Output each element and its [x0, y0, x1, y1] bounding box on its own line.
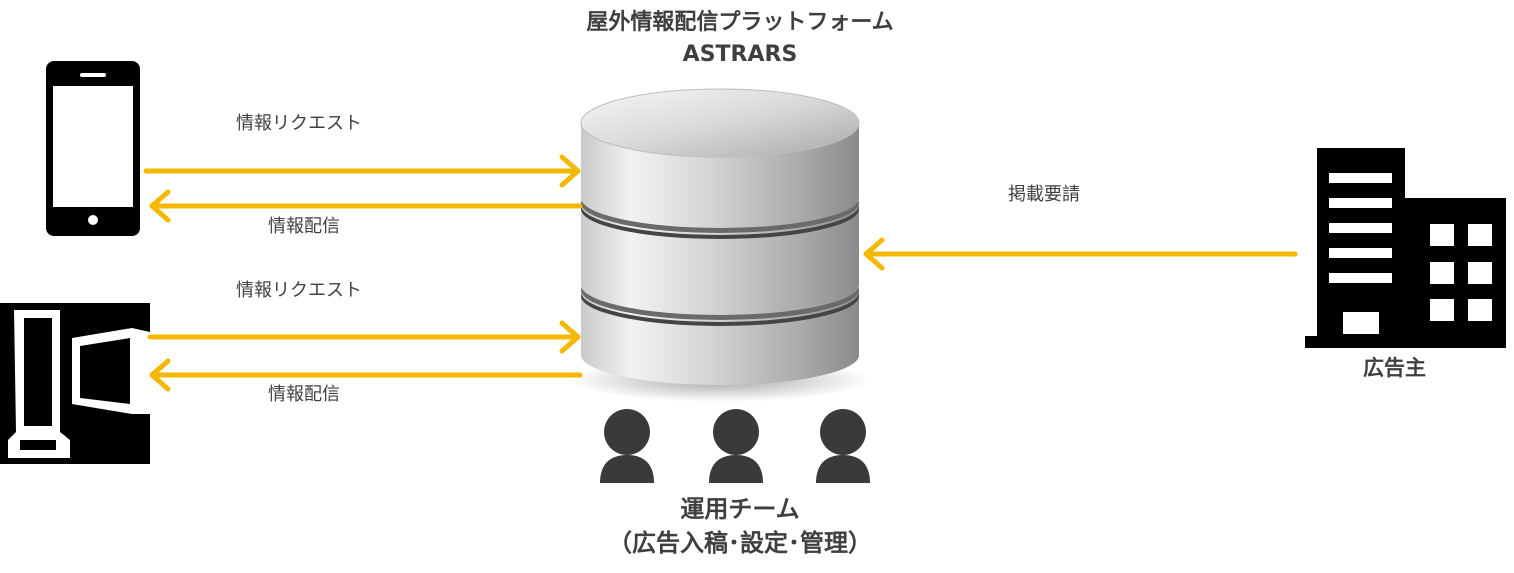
digital-signage-icon [0, 303, 150, 464]
signage-request-label: 情報リクエスト [236, 280, 362, 301]
advertiser-request-label: 掲載要請 [1008, 184, 1080, 205]
advertiser-request-arrow [863, 237, 1298, 271]
smartphone-request-label: 情報リクエスト [236, 113, 362, 134]
signage-delivery-arrow [149, 358, 583, 392]
team-label: 運用チーム [680, 495, 800, 523]
advertiser-label: 広告主 [1363, 356, 1426, 380]
signage-delivery-label: 情報配信 [268, 384, 340, 405]
platform-name: ASTRARS [682, 42, 798, 67]
team-role-label: （広告入稿･設定･管理） [608, 529, 872, 557]
signage-request-arrow [147, 320, 581, 354]
smartphone-icon [46, 61, 140, 236]
smartphone-delivery-arrow [149, 189, 583, 223]
platform-title: 屋外情報配信プラットフォーム [586, 10, 894, 35]
team-member-icon [816, 409, 870, 483]
building-icon [1305, 148, 1506, 348]
team-member-icon [600, 409, 654, 483]
smartphone-request-arrow [143, 154, 581, 188]
team-member-icon [709, 409, 763, 483]
database-icon [570, 88, 870, 402]
smartphone-delivery-label: 情報配信 [268, 216, 340, 237]
